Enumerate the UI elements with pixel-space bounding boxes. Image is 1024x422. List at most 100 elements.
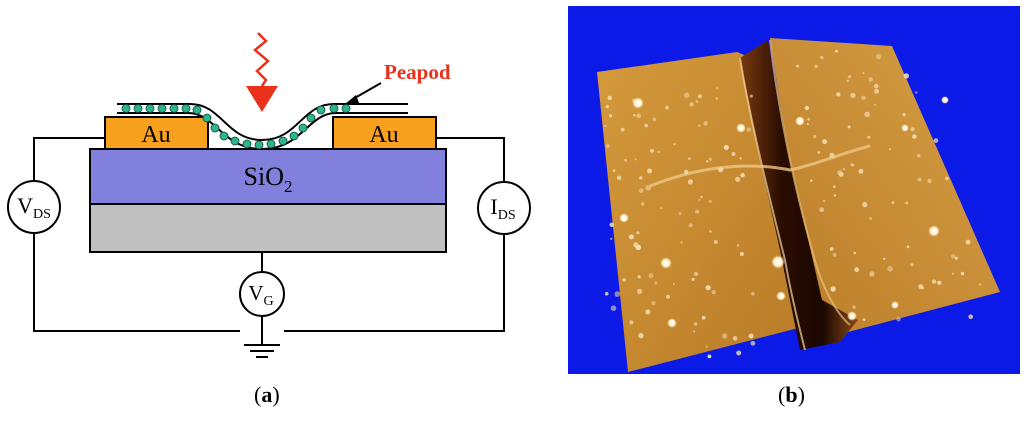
afm-particle bbox=[921, 286, 925, 290]
peapod-bead bbox=[192, 105, 202, 115]
afm-particle bbox=[709, 230, 712, 233]
afm-particle bbox=[731, 152, 736, 156]
afm-particle bbox=[910, 127, 915, 132]
afm-particle bbox=[716, 87, 719, 90]
afm-particle bbox=[864, 111, 870, 118]
peapod-bead bbox=[254, 140, 264, 150]
peapod-bead bbox=[298, 123, 308, 133]
afm-particle bbox=[905, 201, 909, 205]
afm-particle bbox=[644, 123, 648, 128]
afm-particle bbox=[896, 317, 901, 322]
afm-particle bbox=[888, 148, 892, 151]
peapod-bead bbox=[341, 104, 351, 113]
peapod-bead bbox=[230, 136, 240, 146]
peapod-bead bbox=[181, 104, 191, 113]
afm-particle bbox=[604, 124, 607, 128]
afm-particle bbox=[933, 138, 939, 143]
afm-particle bbox=[950, 254, 956, 259]
panel-a-schematic: Peapod Au Au SiO2 VDS IDS VG bbox=[7, 32, 531, 358]
afm-particle bbox=[813, 134, 817, 139]
afm-large-particle bbox=[776, 291, 786, 301]
afm-large-particle bbox=[771, 255, 785, 269]
afm-particle bbox=[665, 105, 669, 110]
panel-b-afm-image bbox=[568, 6, 1020, 374]
afm-particle bbox=[687, 179, 694, 185]
afm-particle bbox=[622, 278, 626, 282]
afm-particle bbox=[868, 77, 873, 82]
afm-particle bbox=[749, 94, 753, 98]
afm-large-particle bbox=[795, 116, 805, 126]
afm-particle bbox=[706, 160, 709, 163]
afm-particle bbox=[604, 291, 609, 296]
ground-icon bbox=[244, 344, 280, 358]
afm-particle bbox=[689, 102, 694, 107]
afm-particle bbox=[657, 150, 660, 154]
afm-particle bbox=[810, 179, 813, 182]
afm-particle bbox=[645, 185, 651, 191]
afm-particle bbox=[616, 175, 622, 180]
afm-particle bbox=[700, 195, 703, 199]
afm-particle bbox=[624, 158, 627, 162]
afm-particle bbox=[862, 318, 866, 321]
afm-particle bbox=[858, 168, 864, 174]
afm-large-particle bbox=[901, 124, 909, 132]
substrate-layer bbox=[89, 203, 447, 253]
afm-particle bbox=[650, 149, 654, 153]
afm-particle bbox=[693, 271, 699, 277]
afm-particle bbox=[708, 199, 712, 203]
afm-particle bbox=[651, 301, 656, 306]
afm-particle bbox=[703, 121, 708, 126]
afm-particle bbox=[638, 333, 644, 339]
afm-particle bbox=[833, 185, 836, 188]
afm-particle bbox=[705, 345, 708, 348]
afm-particle bbox=[701, 315, 706, 320]
vg-meter: VG bbox=[239, 271, 285, 317]
afm-particle bbox=[917, 154, 921, 158]
afm-particle bbox=[883, 257, 886, 260]
afm-particle bbox=[647, 168, 653, 174]
afm-particle bbox=[869, 271, 875, 277]
afm-particle bbox=[687, 157, 691, 161]
afm-particle bbox=[638, 188, 644, 194]
afm-particle bbox=[609, 222, 615, 228]
afm-nanotube-trace bbox=[649, 144, 871, 188]
afm-particle bbox=[906, 245, 910, 249]
afm-particle bbox=[695, 100, 699, 103]
afm-particle bbox=[869, 217, 872, 220]
afm-particle bbox=[830, 286, 836, 292]
peapod-pointer-icon bbox=[345, 82, 382, 104]
peapod-bead bbox=[219, 131, 229, 141]
afm-particle bbox=[817, 151, 821, 154]
afm-particle bbox=[636, 231, 640, 235]
afm-large-particle bbox=[660, 257, 672, 269]
afm-particle bbox=[715, 97, 719, 100]
afm-particle bbox=[695, 209, 700, 214]
afm-particle bbox=[711, 290, 716, 295]
afm-particle bbox=[698, 94, 702, 98]
peapod-bead bbox=[133, 104, 143, 113]
afm-particle bbox=[829, 247, 834, 251]
left-electrode bbox=[104, 116, 209, 150]
peapod-label: Peapod bbox=[384, 60, 451, 84]
afm-particle bbox=[931, 279, 937, 284]
afm-particle bbox=[688, 223, 693, 228]
afm-right-plateau bbox=[770, 38, 1000, 332]
peapod-bead bbox=[202, 113, 212, 123]
afm-particle bbox=[648, 273, 654, 279]
afm-large-particle bbox=[941, 96, 949, 104]
left-electrode-label: Au bbox=[141, 122, 170, 148]
afm-particle bbox=[698, 124, 701, 127]
afm-large-particle bbox=[847, 311, 857, 321]
afm-particle bbox=[912, 134, 917, 139]
peapod-bead bbox=[278, 136, 288, 146]
afm-particle bbox=[636, 113, 642, 119]
afm-particle bbox=[874, 88, 879, 94]
afm-particle bbox=[629, 320, 634, 325]
afm-particle bbox=[917, 177, 922, 182]
afm-particle bbox=[746, 127, 751, 132]
circuit-wires bbox=[33, 137, 505, 344]
afm-particle bbox=[846, 79, 849, 83]
afm-particle bbox=[610, 237, 613, 240]
svg-text:IDS: IDS bbox=[490, 194, 515, 223]
afm-particle bbox=[854, 267, 860, 273]
